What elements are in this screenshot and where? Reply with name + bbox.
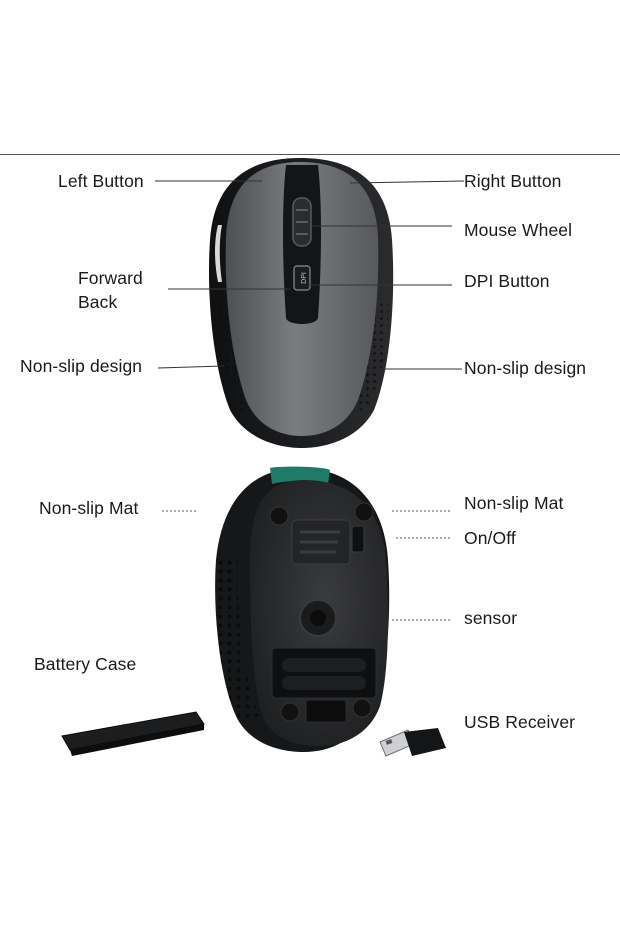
top-divider-line: [0, 154, 620, 155]
label-dpi-button: DPI Button: [464, 271, 550, 291]
label-left-button: Left Button: [58, 171, 144, 191]
label-sensor: sensor: [464, 608, 518, 628]
label-on-off: On/Off: [464, 528, 516, 548]
mouse-top-view: DPI: [208, 158, 394, 448]
label-right-button: Right Button: [464, 171, 562, 191]
label-non-slip-mat-left: Non-slip Mat: [39, 498, 139, 518]
dpi-button-text: DPI: [301, 272, 308, 284]
label-non-slip-design-right: Non-slip design: [464, 358, 587, 378]
label-usb-receiver: USB Receiver: [464, 712, 576, 732]
label-non-slip-design-left: Non-slip design: [20, 356, 143, 376]
label-battery-case: Battery Case: [34, 654, 137, 674]
battery-cover: [61, 711, 205, 756]
leader-lines-bottom: [162, 510, 452, 621]
mouse-bottom-view: [215, 466, 390, 752]
leader-lines-top: [155, 180, 465, 370]
label-back: Back: [78, 292, 118, 312]
usb-receiver: [379, 728, 446, 757]
label-non-slip-mat-right: Non-slip Mat: [464, 493, 564, 513]
label-forward: Forward: [78, 268, 143, 288]
label-mouse-wheel: Mouse Wheel: [464, 220, 573, 240]
